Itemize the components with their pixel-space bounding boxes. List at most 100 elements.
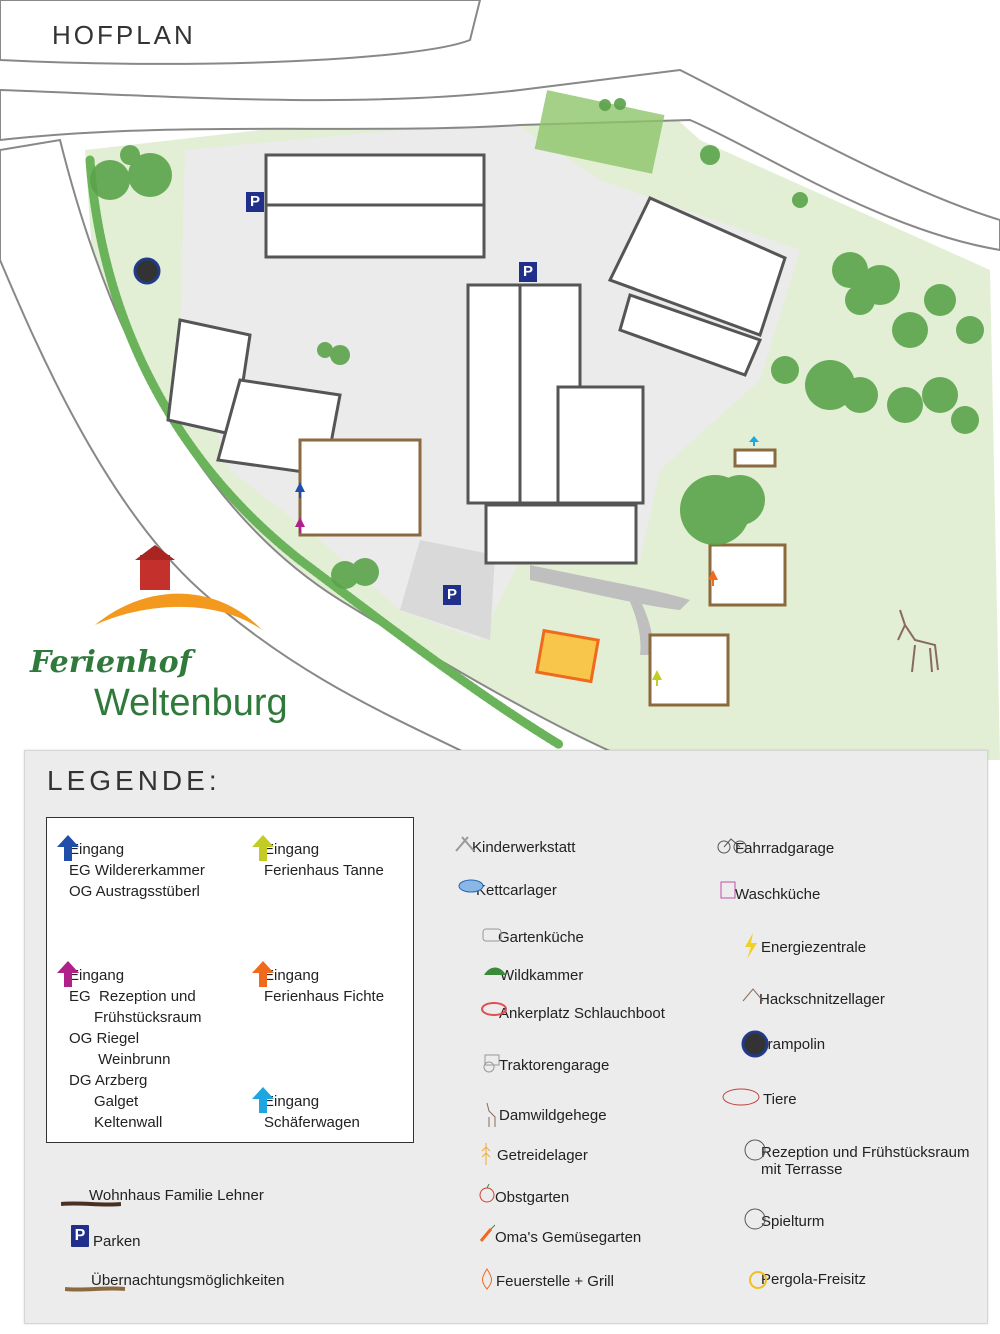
entrance-item: Eingang EG Rezeption und Frühstücksraum … [57,961,202,1133]
legend-item: Hackschnitzellager [742,988,885,1008]
entrance-label: Eingang [69,841,125,858]
brand-name-line1: Ferienhof [30,645,192,680]
entrance-label: Eingang [264,841,320,858]
legend-panel: LEGENDE: Eingang EG Wildererkammer OG Au… [24,750,988,1324]
woodchips-icon [741,985,765,1009]
gokart-icon [458,876,484,898]
entrance-item: Eingang Schäferwagen [252,1087,360,1133]
vegetable-garden [534,90,665,174]
laundry-icon [717,880,739,904]
legend-item: Pergola-Freisitz [749,1271,866,1289]
pot-icon [480,923,504,947]
parking-marker: P [519,262,537,282]
legend-item: Feuerstelle + Grill [482,1268,614,1290]
carrot-icon [477,1223,497,1249]
legend-line-label: Wohnhaus Familie Lehner [89,1187,264,1204]
bicycle-icon [717,834,747,858]
apple-icon [477,1183,497,1209]
legend-item: Spielturm [744,1208,824,1230]
legend-item: Kinderwerkstatt [455,836,575,856]
entrance-detail: Schäferwagen [264,1114,360,1131]
deer-icon [897,609,939,673]
entrance-arrow-cyan-icon [252,1087,274,1113]
tan-line-icon [65,1286,125,1292]
farm-map [0,0,1000,760]
trees [90,98,984,589]
entrance-detail: OG Riegel [69,1030,140,1047]
brown-line-icon [61,1201,121,1207]
legend-item: Ankerplatz Schlauchboot [481,1002,665,1022]
logo-house [140,555,170,590]
entrance-item: Eingang Ferienhaus Tanne [252,835,384,881]
entrance-detail: Weinbrunn [69,1051,171,1068]
entrance-arrow-magenta [295,517,305,533]
entrance-detail: Ferienhaus Fichte [264,988,385,1005]
dinghy-icon [481,999,507,1021]
entrance-arrow-cyan [749,436,759,446]
tractor-icon [481,1051,507,1077]
road-top [0,0,482,65]
entrance-detail: Frühstücksraum [69,1009,202,1026]
legend-line-item: P Parken [71,1225,141,1250]
legend-item: Getreidelager [481,1143,588,1165]
sun-icon [743,1265,773,1299]
legend-item: Traktorengarage [483,1054,609,1074]
entrance-arrow-lime [652,670,662,686]
legend-title: LEGENDE: [47,765,221,796]
legend-item: Trampolin [741,1030,825,1058]
trampoline-icon [741,1030,769,1062]
entrance-label: Eingang [69,967,125,984]
entrance-detail: EG Rezeption und [69,988,196,1005]
entrance-label: Eingang [264,1093,320,1110]
legend-item: Kettcarlager [458,879,557,899]
entrance-arrow-orange-icon [252,961,274,987]
legend-item: Waschküche [720,881,820,903]
path-gravel [530,565,690,655]
ball-icon [743,1207,767,1235]
entrance-item: Eingang EG Wildererkammer OG Austragsstü… [57,835,205,902]
entrance-detail: Ferienhaus Tanne [264,862,384,879]
grain-icon [479,1141,493,1171]
entrance-label: Eingang [264,967,320,984]
entrance-arrow-orange [708,570,718,586]
fire-icon [478,1267,496,1295]
pergola-area [535,628,600,684]
legend-item: Damwildgehege [486,1102,607,1127]
deer-icon [481,1101,501,1133]
plate-icon [743,1138,767,1166]
brand-name-line2: Weltenburg [94,682,288,724]
entrance-legend-box: Eingang EG Wildererkammer OG Austragsstü… [46,817,414,1143]
legend-item: Tiere [722,1088,797,1108]
parking-marker: P [443,585,461,605]
trampoline-marker [133,257,161,285]
entrance-arrow-magenta-icon [57,961,79,987]
parking-marker: P [246,192,264,212]
legend-item: Fahrradgarage [717,838,834,857]
legend-item: Oma's Gemüsegarten [479,1224,641,1246]
buildings [166,153,787,707]
tools-icon [454,833,478,857]
legend-item: Energiezentrale [745,933,866,959]
hedge-left [85,155,565,750]
lightning-icon [743,933,759,963]
entrance-item: Eingang Ferienhaus Fichte [252,961,385,1007]
entrance-detail: OG Austragsstüberl [69,883,200,900]
entrance-arrow-blue-icon [57,835,79,861]
logo-hill [95,593,262,630]
legend-item: Wildkammer [484,967,583,984]
legend-item: Gartenküche [482,928,584,946]
parking-icon: P [71,1225,89,1247]
map-title: HOFPLAN [52,20,196,50]
legend-line-label: Parken [93,1233,141,1250]
entrance-arrow-blue [295,482,305,498]
road-main [0,68,1000,252]
entrance-detail: Keltenwall [69,1114,163,1131]
entrance-arrow-lime-icon [252,835,274,861]
entrance-detail: DG Arzberg [69,1072,148,1089]
legend-item: Obstgarten [479,1183,569,1206]
legend-line-label: Übernachtungsmöglichkeiten [91,1272,285,1289]
entrance-detail: Galget [69,1093,139,1110]
animals-icon [721,1085,761,1113]
entrance-detail: EG Wildererkammer [69,862,205,879]
